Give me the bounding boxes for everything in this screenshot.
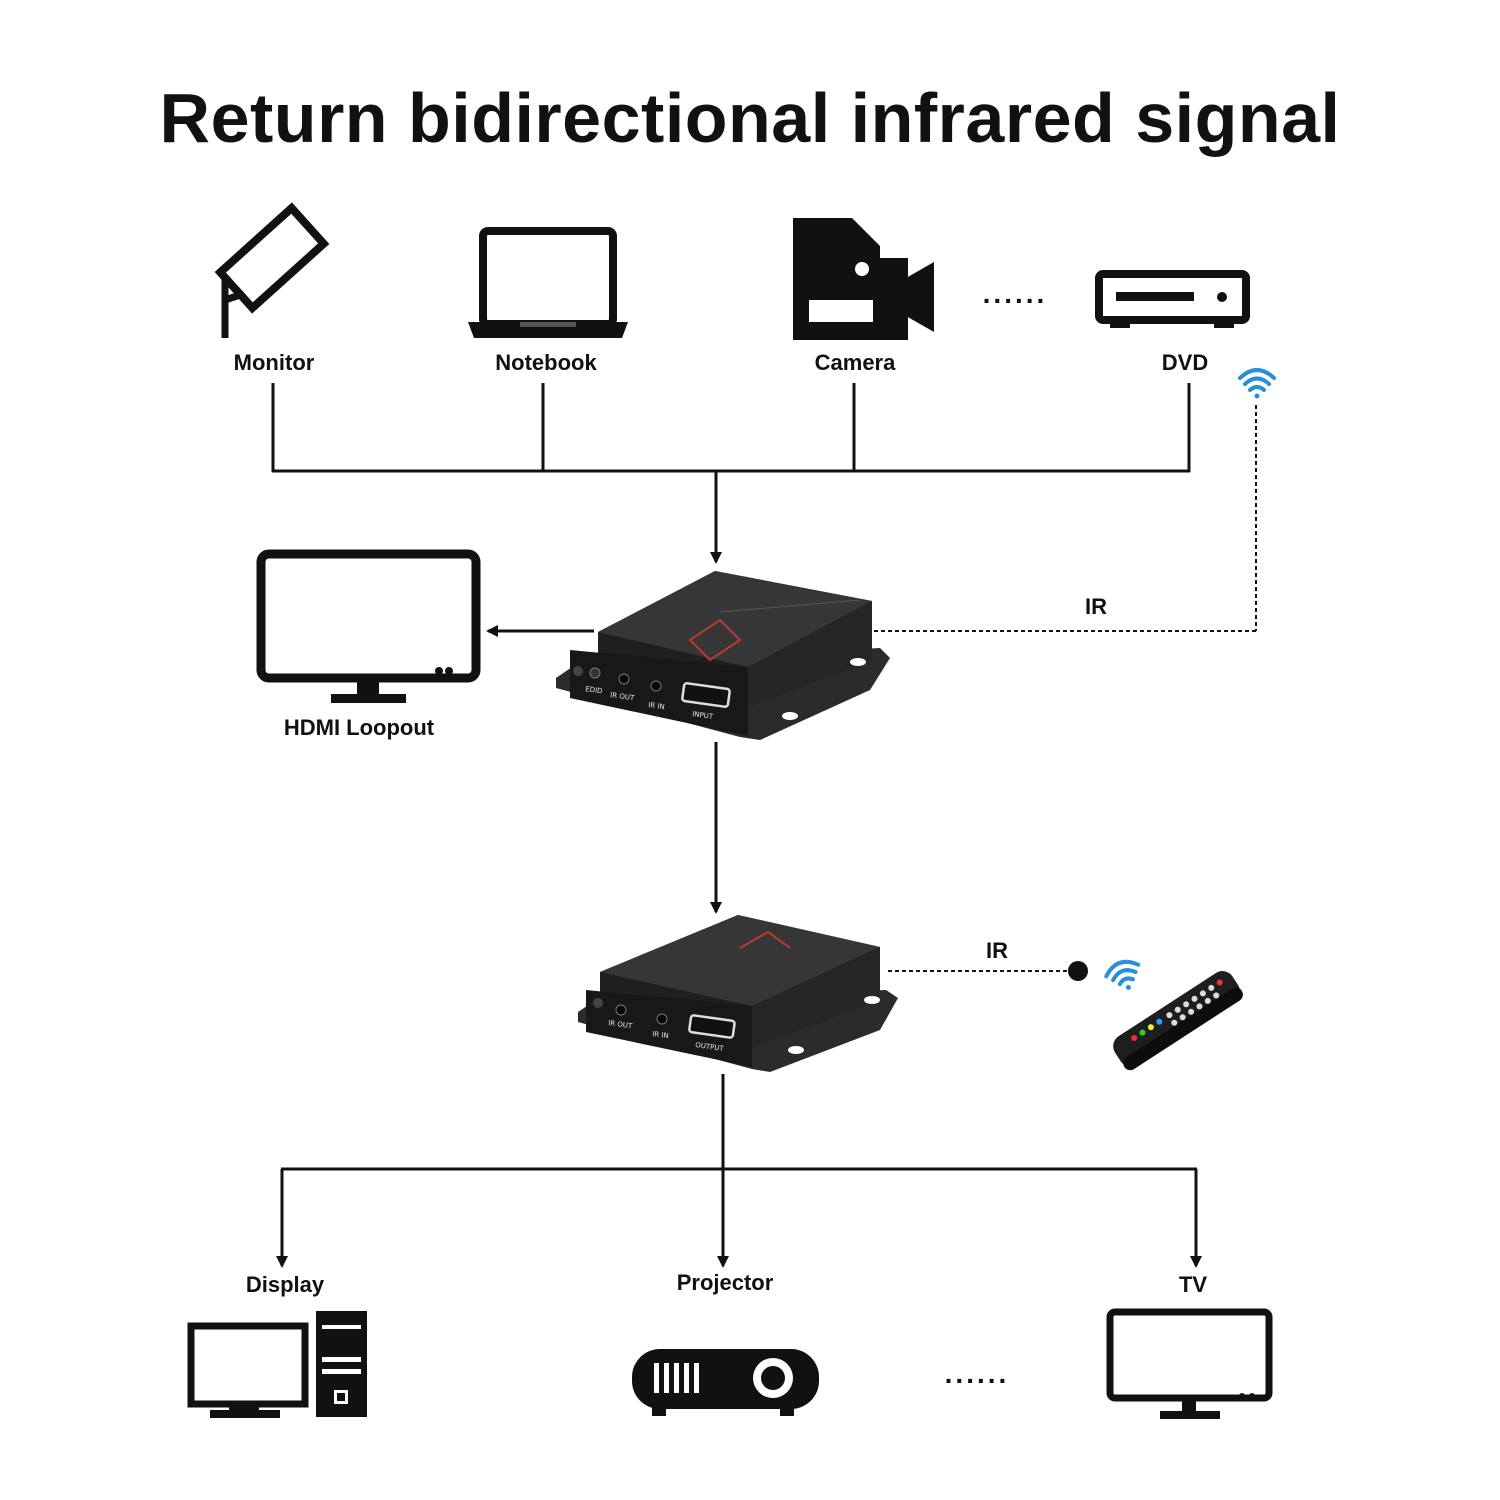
tv-icon [1106,1308,1273,1419]
rx-port-output: OUTPUT [695,1041,725,1053]
remote-wifi-icon [1104,959,1141,990]
rx-port-ir-in: IR IN [652,1030,669,1040]
ir-remote-icon [1113,971,1243,1071]
tx-port-ir-out: IR OUT [610,691,636,702]
monitor-icon [214,202,330,338]
page-title: Return bidirectional infrared signal [159,79,1341,157]
notebook-icon [468,227,628,338]
hdmi-loopout-monitor-icon [256,549,481,703]
ir-receiver-dot [1068,961,1088,981]
outputs-ellipsis: ...... [944,1358,1010,1389]
rx-port-ir-out: IR OUT [608,1019,634,1030]
label-notebook: Notebook [495,350,597,375]
dvd-icon [1095,270,1250,328]
source-bus-lines [271,383,1191,564]
tx-port-edid: EDID [585,685,603,695]
label-ir-bottom: IR [986,938,1008,963]
label-display: Display [245,1272,325,1297]
projector-icon [632,1349,819,1416]
receiver-device: IR OUT IR IN OUTPUT [578,915,898,1072]
tx-port-ir-in: IR IN [648,701,665,711]
output-bus-lines [276,1074,1202,1268]
camera-icon [793,218,934,340]
display-pc-icon [187,1311,367,1418]
tx-port-input: INPUT [692,710,715,721]
label-tv: TV [1178,1272,1208,1297]
ir-dashed-link-top [873,405,1257,632]
wifi-icon [1238,368,1276,399]
label-ir-top: IR [1085,594,1107,619]
sources-ellipsis: ...... [982,278,1048,309]
label-dvd: DVD [1161,350,1209,375]
label-projector: Projector [676,1270,774,1295]
label-monitor: Monitor [233,350,315,375]
label-hdmi-loopout: HDMI Loopout [283,715,435,740]
label-camera: Camera [814,350,896,375]
transmitter-device: EDID IR OUT IR IN INPUT [556,571,890,740]
